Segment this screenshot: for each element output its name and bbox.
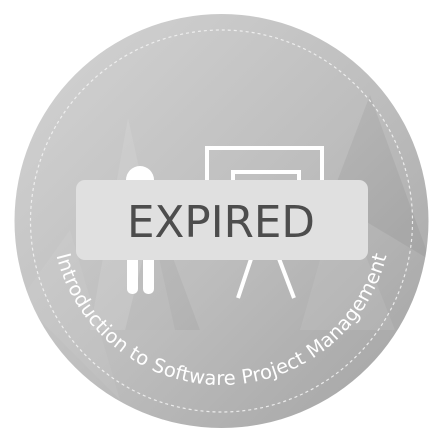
status-label: EXPIRED <box>127 197 315 248</box>
status-banner <box>76 180 368 260</box>
dashed-ring <box>29 29 414 413</box>
